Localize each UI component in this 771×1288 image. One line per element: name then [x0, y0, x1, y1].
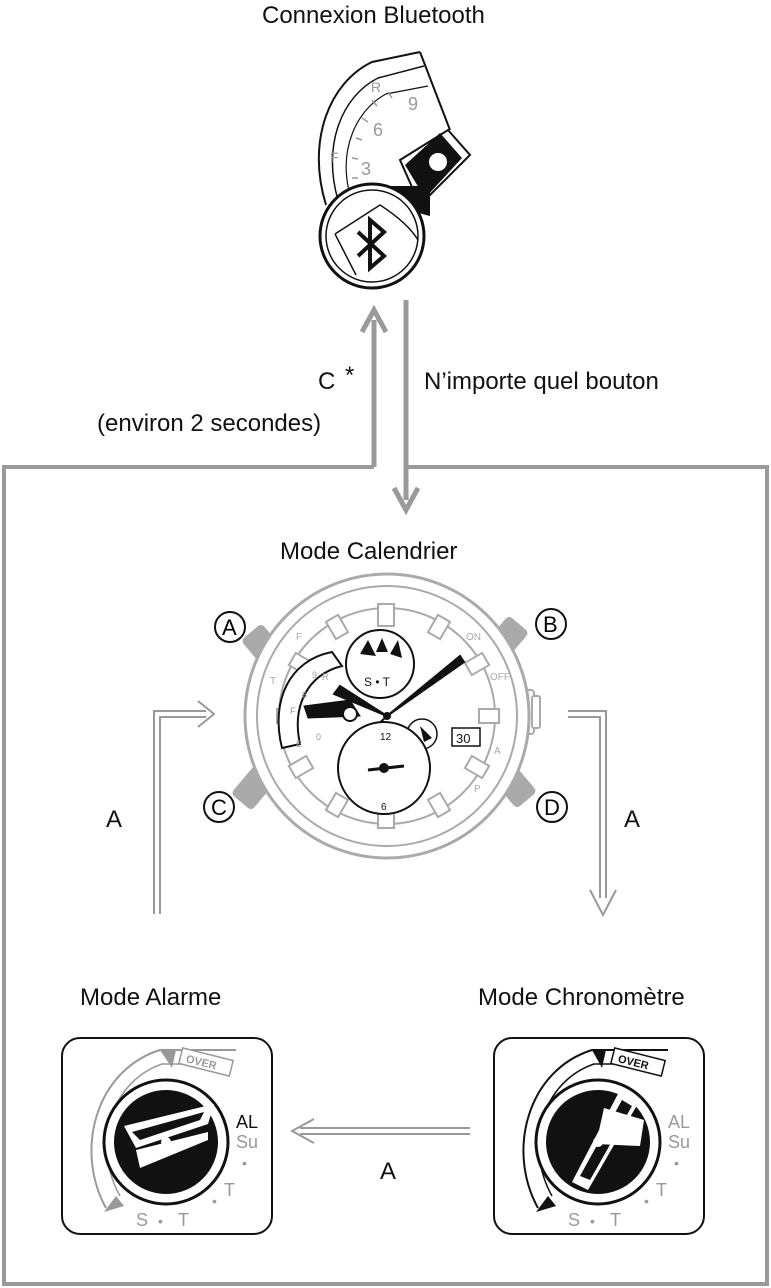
mode-calendar-title: Mode Calendrier	[280, 538, 458, 565]
chrono-t: T	[656, 1180, 667, 1200]
svg-text:F: F	[290, 706, 296, 716]
chrono-su: Su	[668, 1132, 690, 1152]
watch-st: S • T	[364, 675, 391, 689]
alarm-su: Su	[236, 1132, 258, 1152]
chrono-s: S	[568, 1210, 580, 1230]
alarm-s: S	[136, 1210, 148, 1230]
alarm-t: T	[224, 1180, 235, 1200]
svg-text:•: •	[242, 1155, 247, 1171]
svg-text:•: •	[158, 1213, 163, 1229]
arrow-calendar-to-chrono	[568, 710, 617, 918]
chrono-al: AL	[668, 1112, 690, 1132]
mode-frame	[2, 465, 769, 1286]
arrow-a-right-label: A	[624, 806, 641, 833]
svg-text:•: •	[674, 1155, 679, 1171]
chrono-panel: OVER AL Su • T • S • T	[493, 1037, 705, 1235]
svg-text:F: F	[296, 632, 302, 643]
watch-date: 30	[456, 731, 470, 746]
alarm-al: AL	[236, 1112, 258, 1132]
arrow-a-bottom-label: A	[380, 1158, 397, 1185]
bluetooth-dial-illustration: R 9 6 F 3	[317, 51, 472, 290]
mode-chrono-title: Mode Chronomètre	[478, 984, 685, 1011]
mode-alarm-title: Mode Alarme	[80, 984, 222, 1011]
button-b-label: B	[543, 612, 558, 637]
arrow-chrono-to-alarm	[289, 1118, 470, 1144]
svg-text:T: T	[270, 676, 276, 687]
svg-text:E: E	[296, 739, 302, 749]
button-c-label: C	[211, 795, 227, 820]
svg-text:6: 6	[302, 690, 307, 700]
dial-6: 6	[373, 120, 383, 140]
svg-text:0: 0	[316, 732, 321, 742]
button-labels: A B C D	[203, 608, 568, 823]
svg-text:A: A	[494, 746, 501, 757]
bluetooth-title: Connexion Bluetooth	[262, 2, 485, 29]
button-a-label: A	[222, 615, 237, 640]
svg-text:9: 9	[312, 670, 317, 680]
svg-text:•: •	[644, 1193, 649, 1209]
watch-12: 12	[380, 732, 392, 743]
alarm-panel: OVER AL Su • T • S • T	[61, 1037, 273, 1235]
svg-text:R: R	[322, 672, 329, 682]
bluetooth-icon	[356, 215, 388, 273]
svg-text:•: •	[212, 1193, 217, 1209]
footnote-star: *	[345, 362, 355, 389]
watch-6: 6	[381, 802, 387, 813]
any-button-label: N’importe quel bouton	[424, 368, 659, 395]
arrow-alarm-to-calendar	[153, 700, 216, 914]
bezel-off: OFF	[490, 672, 510, 683]
arrow-a-left-label: A	[106, 806, 123, 833]
button-d-label: D	[544, 795, 560, 820]
dial-3: 3	[361, 159, 371, 179]
chrono-t2: T	[610, 1210, 621, 1230]
bezel-on: ON	[466, 632, 481, 643]
arrow-up-to-bluetooth	[359, 304, 389, 467]
dial-9: 9	[408, 94, 418, 114]
dial-r: R	[371, 79, 381, 95]
dial-f: F	[330, 149, 339, 165]
hold-duration-label: (environ 2 secondes)	[97, 410, 322, 437]
svg-text:•: •	[590, 1213, 595, 1229]
alarm-t2: T	[178, 1210, 189, 1230]
button-c-label: C	[318, 368, 336, 395]
svg-text:P: P	[474, 784, 481, 795]
arrow-down-to-calendar	[391, 300, 421, 516]
